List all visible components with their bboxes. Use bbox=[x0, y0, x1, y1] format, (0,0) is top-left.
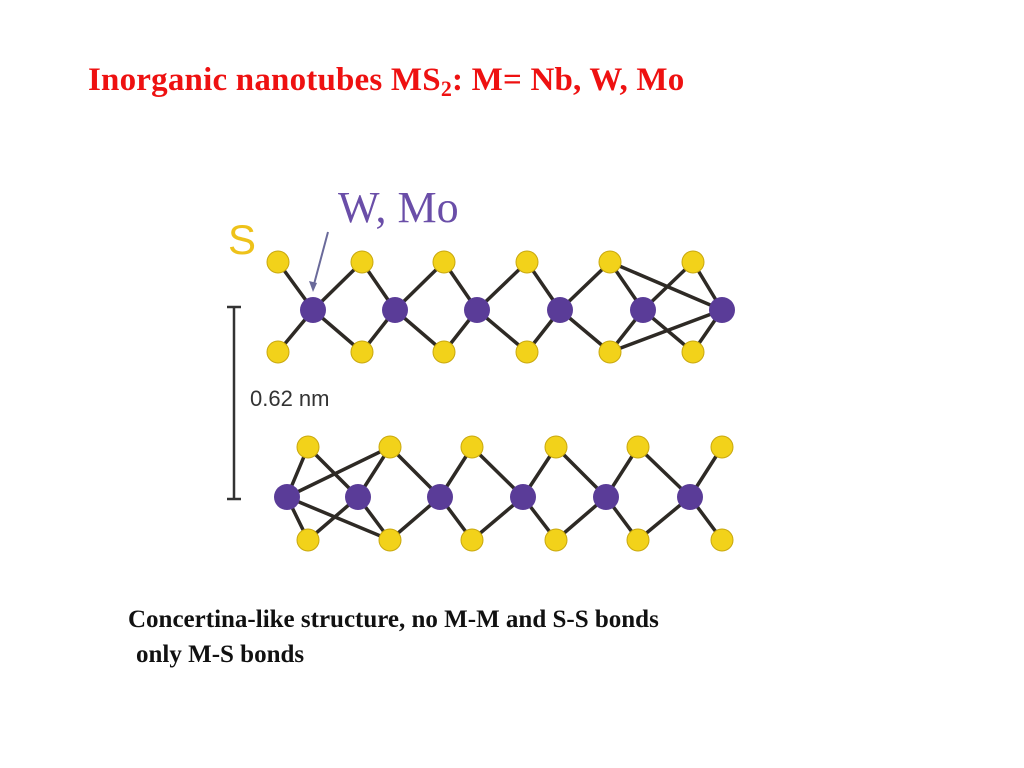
slide-title: Inorganic nanotubes MS2: M= Nb, W, Mo bbox=[88, 62, 684, 102]
spacing-label: 0.62 nm bbox=[250, 386, 330, 411]
m-s-bond bbox=[608, 308, 724, 354]
metal-atom bbox=[510, 484, 536, 510]
metal-atom bbox=[345, 484, 371, 510]
metal-atom bbox=[593, 484, 619, 510]
sulfur-atom bbox=[350, 340, 374, 364]
m-s-bond bbox=[608, 260, 724, 312]
metal-atom bbox=[300, 297, 326, 323]
sulfur-atom bbox=[598, 250, 622, 274]
metal-label: W, Mo bbox=[338, 183, 459, 232]
m-s-bond bbox=[285, 495, 392, 542]
sulfur-atom bbox=[296, 435, 320, 459]
metal-label-arrow bbox=[312, 231, 329, 289]
sulfur-atom bbox=[350, 250, 374, 274]
metal-atom bbox=[427, 484, 453, 510]
sulfur-atom bbox=[378, 528, 402, 552]
title-subscript: 2 bbox=[440, 76, 453, 101]
sulfur-atom bbox=[626, 435, 650, 459]
sulfur-atom bbox=[515, 250, 539, 274]
sulfur-atom bbox=[681, 250, 705, 274]
metal-atom bbox=[677, 484, 703, 510]
sulfur-atom bbox=[378, 435, 402, 459]
sulfur-atom bbox=[544, 528, 568, 552]
title-rest: : M= Nb, W, Mo bbox=[452, 62, 685, 98]
sulfur-atom bbox=[432, 250, 456, 274]
sulfur-atom bbox=[296, 528, 320, 552]
sulfur-atom bbox=[710, 435, 734, 459]
metal-atom bbox=[382, 297, 408, 323]
sulfur-atom bbox=[681, 340, 705, 364]
title-main: Inorganic nanotubes MS bbox=[88, 62, 441, 98]
caption: Concertina-like structure, no M-M and S-… bbox=[128, 602, 659, 672]
sulfur-atom bbox=[598, 340, 622, 364]
atom-lattice bbox=[266, 250, 735, 552]
metal-atom bbox=[274, 484, 300, 510]
sulfur-atom bbox=[515, 340, 539, 364]
sulfur-atom bbox=[460, 528, 484, 552]
sulfur-label: S bbox=[228, 216, 256, 263]
metal-label-arrowhead bbox=[309, 281, 317, 292]
metal-atom bbox=[547, 297, 573, 323]
sulfur-atom bbox=[266, 340, 290, 364]
sulfur-atom bbox=[710, 528, 734, 552]
caption-line-2: only M-S bonds bbox=[136, 641, 305, 668]
sulfur-atom bbox=[544, 435, 568, 459]
sulfur-atom bbox=[626, 528, 650, 552]
sulfur-atom bbox=[460, 435, 484, 459]
sulfur-atom bbox=[432, 340, 456, 364]
sulfur-atom bbox=[266, 250, 290, 274]
metal-atom bbox=[464, 297, 490, 323]
m-s-bond bbox=[285, 445, 392, 499]
metal-atom bbox=[630, 297, 656, 323]
caption-line-1: Concertina-like structure, no M-M and S-… bbox=[128, 606, 659, 633]
metal-atom bbox=[709, 297, 735, 323]
